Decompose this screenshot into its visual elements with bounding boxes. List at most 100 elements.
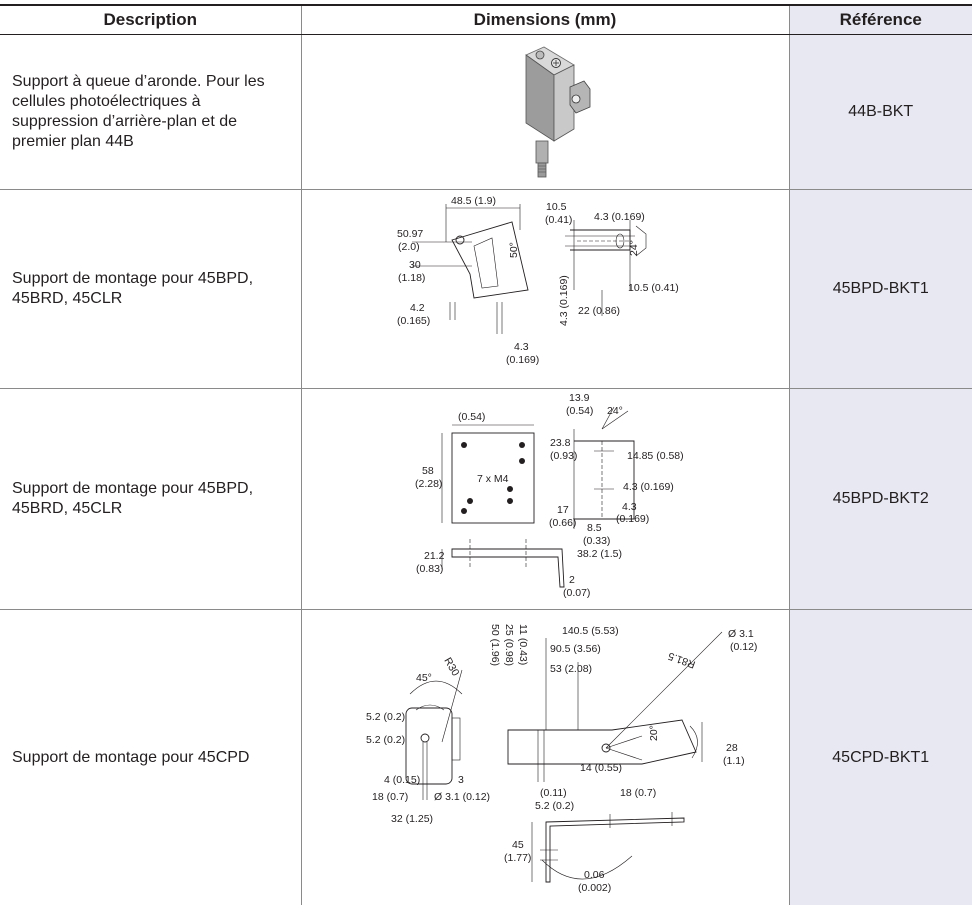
row-drawing-cell: 48.5 (1.9) 50.97 (2.0) 30 (1.18) 50° 4.2… — [301, 190, 789, 389]
dim-label: (0.11) — [540, 787, 567, 799]
front-view: 45° R30 5.2 (0.2) 5.2 (0.2) 4 (0.15) 3 1… — [366, 656, 490, 826]
dim-label: (0.83) — [416, 563, 443, 575]
dim-label: 32 (1.25) — [391, 813, 433, 825]
dim-label: 50° — [508, 242, 520, 258]
dim-label: (2.0) — [398, 241, 420, 253]
dim-label: 4.3 — [622, 501, 637, 513]
dim-label: 10.5 (0.41) — [628, 282, 679, 294]
row-description: Support de montage pour 45BPD, 45BRD, 45… — [0, 190, 301, 389]
dim-label: 2 — [569, 574, 575, 586]
header-description: Description — [0, 5, 301, 35]
dim-label: R30 — [441, 656, 461, 679]
side-view: 13.9 (0.54) 24° 23.8 (0.93) 14.85 (0.58)… — [549, 392, 684, 560]
dim-label: 13.9 — [569, 392, 590, 404]
dim-label: 14 (0.55) — [580, 762, 622, 774]
bracket-45bpd-bkt2-drawing: (0.54) 58 (2.28) 7 x M4 21.2 (0.83) 2 (0… — [302, 389, 788, 604]
dim-label: 50 (1.96) — [489, 624, 501, 666]
dim-label: (0.002) — [578, 882, 611, 894]
dim-label: 25 (0.98) — [503, 624, 515, 666]
row-description: Support à queue d’aronde. Pour les cellu… — [0, 35, 301, 190]
dim-label: 17 — [557, 504, 569, 516]
row-drawing-cell: (0.54) 58 (2.28) 7 x M4 21.2 (0.83) 2 (0… — [301, 389, 789, 610]
dim-label: 20° — [648, 725, 660, 741]
dim-label: 10.5 — [546, 201, 567, 213]
bracket-45cpd-bkt1-drawing: 45° R30 5.2 (0.2) 5.2 (0.2) 4 (0.15) 3 1… — [302, 610, 788, 900]
dim-label: (0.54) — [458, 411, 485, 423]
dim-label: 24° — [628, 240, 640, 256]
dim-label: 4.3 (0.169) — [623, 481, 674, 493]
dim-label: 58 — [422, 465, 434, 477]
dim-label: 5.2 (0.2) — [535, 800, 574, 812]
header-dimensions: Dimensions (mm) — [301, 5, 789, 35]
dim-label: (0.165) — [397, 315, 430, 327]
header-row: Description Dimensions (mm) Référence — [0, 5, 972, 35]
dim-label: 45° — [416, 672, 432, 684]
dim-label: (0.169) — [616, 513, 649, 525]
bottom-view: 45 (1.77) 0.06 (0.002) — [504, 812, 684, 894]
table-row: Support à queue d’aronde. Pour les cellu… — [0, 35, 972, 190]
row-reference: 45CPD-BKT1 — [789, 610, 972, 905]
bracket-spec-table: Description Dimensions (mm) Référence Su… — [0, 4, 972, 905]
dim-label: 90.5 (3.56) — [550, 643, 601, 655]
dim-label: 0.06 — [584, 869, 605, 881]
row-drawing-cell: 45° R30 5.2 (0.2) 5.2 (0.2) 4 (0.15) 3 1… — [301, 610, 789, 905]
dim-label: 4 (0.15) — [384, 774, 420, 786]
dim-label: (0.41) — [545, 214, 572, 226]
dim-label: R81.5 — [666, 650, 697, 671]
dim-label: (2.28) — [415, 478, 442, 490]
dim-label: 48.5 (1.9) — [451, 195, 496, 207]
dim-label: (1.18) — [398, 272, 425, 284]
side-view: 48.5 (1.9) 50.97 (2.0) 30 (1.18) 50° 4.2… — [397, 195, 539, 366]
bracket-44b-photo — [302, 35, 788, 184]
row-reference: 45BPD-BKT2 — [789, 389, 972, 610]
row-description: Support de montage pour 45CPD — [0, 610, 301, 905]
dim-label: 7 x M4 — [477, 473, 509, 485]
dim-label: 21.2 — [424, 550, 445, 562]
header-reference: Référence — [789, 5, 972, 35]
bottom-view: 21.2 (0.83) 2 (0.07) — [416, 539, 590, 599]
row-drawing-cell — [301, 35, 789, 190]
dim-label: 53 (2.08) — [550, 663, 592, 675]
row-reference: 44B-BKT — [789, 35, 972, 190]
row-description: Support de montage pour 45BPD, 45BRD, 45… — [0, 389, 301, 610]
dim-label: 4.3 (0.169) — [558, 275, 570, 326]
dim-label: 4.3 — [514, 341, 529, 353]
table-row: Support de montage pour 45BPD, 45BRD, 45… — [0, 389, 972, 610]
dim-label: Ø 3.1 (0.12) — [434, 791, 490, 803]
table-row: Support de montage pour 45BPD, 45BRD, 45… — [0, 190, 972, 389]
dim-label: 3 — [458, 774, 464, 786]
dim-label: 45 — [512, 839, 524, 851]
dim-label: 14.85 (0.58) — [627, 450, 684, 462]
table-row: Support de montage pour 45CPD 45° R30 — [0, 610, 972, 905]
dim-label: (0.66) — [549, 517, 576, 529]
dim-label: 8.5 — [587, 522, 602, 534]
dim-label: 22 (0.86) — [578, 305, 620, 317]
dim-label: 5.2 (0.2) — [366, 734, 405, 746]
dim-label: 4.3 (0.169) — [594, 211, 645, 223]
dim-label: 24° — [607, 405, 623, 417]
dim-label: (0.33) — [583, 535, 610, 547]
bracket-45bpd-bkt1-drawing: 48.5 (1.9) 50.97 (2.0) 30 (1.18) 50° 4.2… — [302, 190, 788, 383]
dim-label: 5.2 (0.2) — [366, 711, 405, 723]
top-view: 10.5 (0.41) 4.3 (0.169) 24° 4.3 (0.169) … — [545, 201, 679, 326]
dim-label: (0.12) — [730, 641, 757, 653]
row-reference: 45BPD-BKT1 — [789, 190, 972, 389]
dim-label: (0.169) — [506, 354, 539, 366]
dim-label: (0.93) — [550, 450, 577, 462]
dim-label: 38.2 (1.5) — [577, 548, 622, 560]
front-view: (0.54) 58 (2.28) 7 x M4 — [415, 411, 534, 523]
dim-label: 11 (0.43) — [517, 624, 529, 665]
dim-label: 23.8 — [550, 437, 571, 449]
dim-label: Ø 3.1 — [728, 628, 754, 640]
dim-label: 28 — [726, 742, 738, 754]
dim-label: (1.1) — [723, 755, 745, 767]
dim-label: 18 (0.7) — [620, 787, 656, 799]
dim-label: (0.54) — [566, 405, 593, 417]
dim-label: 140.5 (5.53) — [562, 625, 619, 637]
dim-label: 4.2 — [410, 302, 425, 314]
dim-label: (0.07) — [563, 587, 590, 599]
side-view: Ø 3.1 (0.12) 11 (0.43) 25 (0.98) 50 (1.9… — [489, 624, 757, 812]
dim-label: 18 (0.7) — [372, 791, 408, 803]
dim-label: 50.97 — [397, 228, 423, 240]
dim-label: (1.77) — [504, 852, 531, 864]
